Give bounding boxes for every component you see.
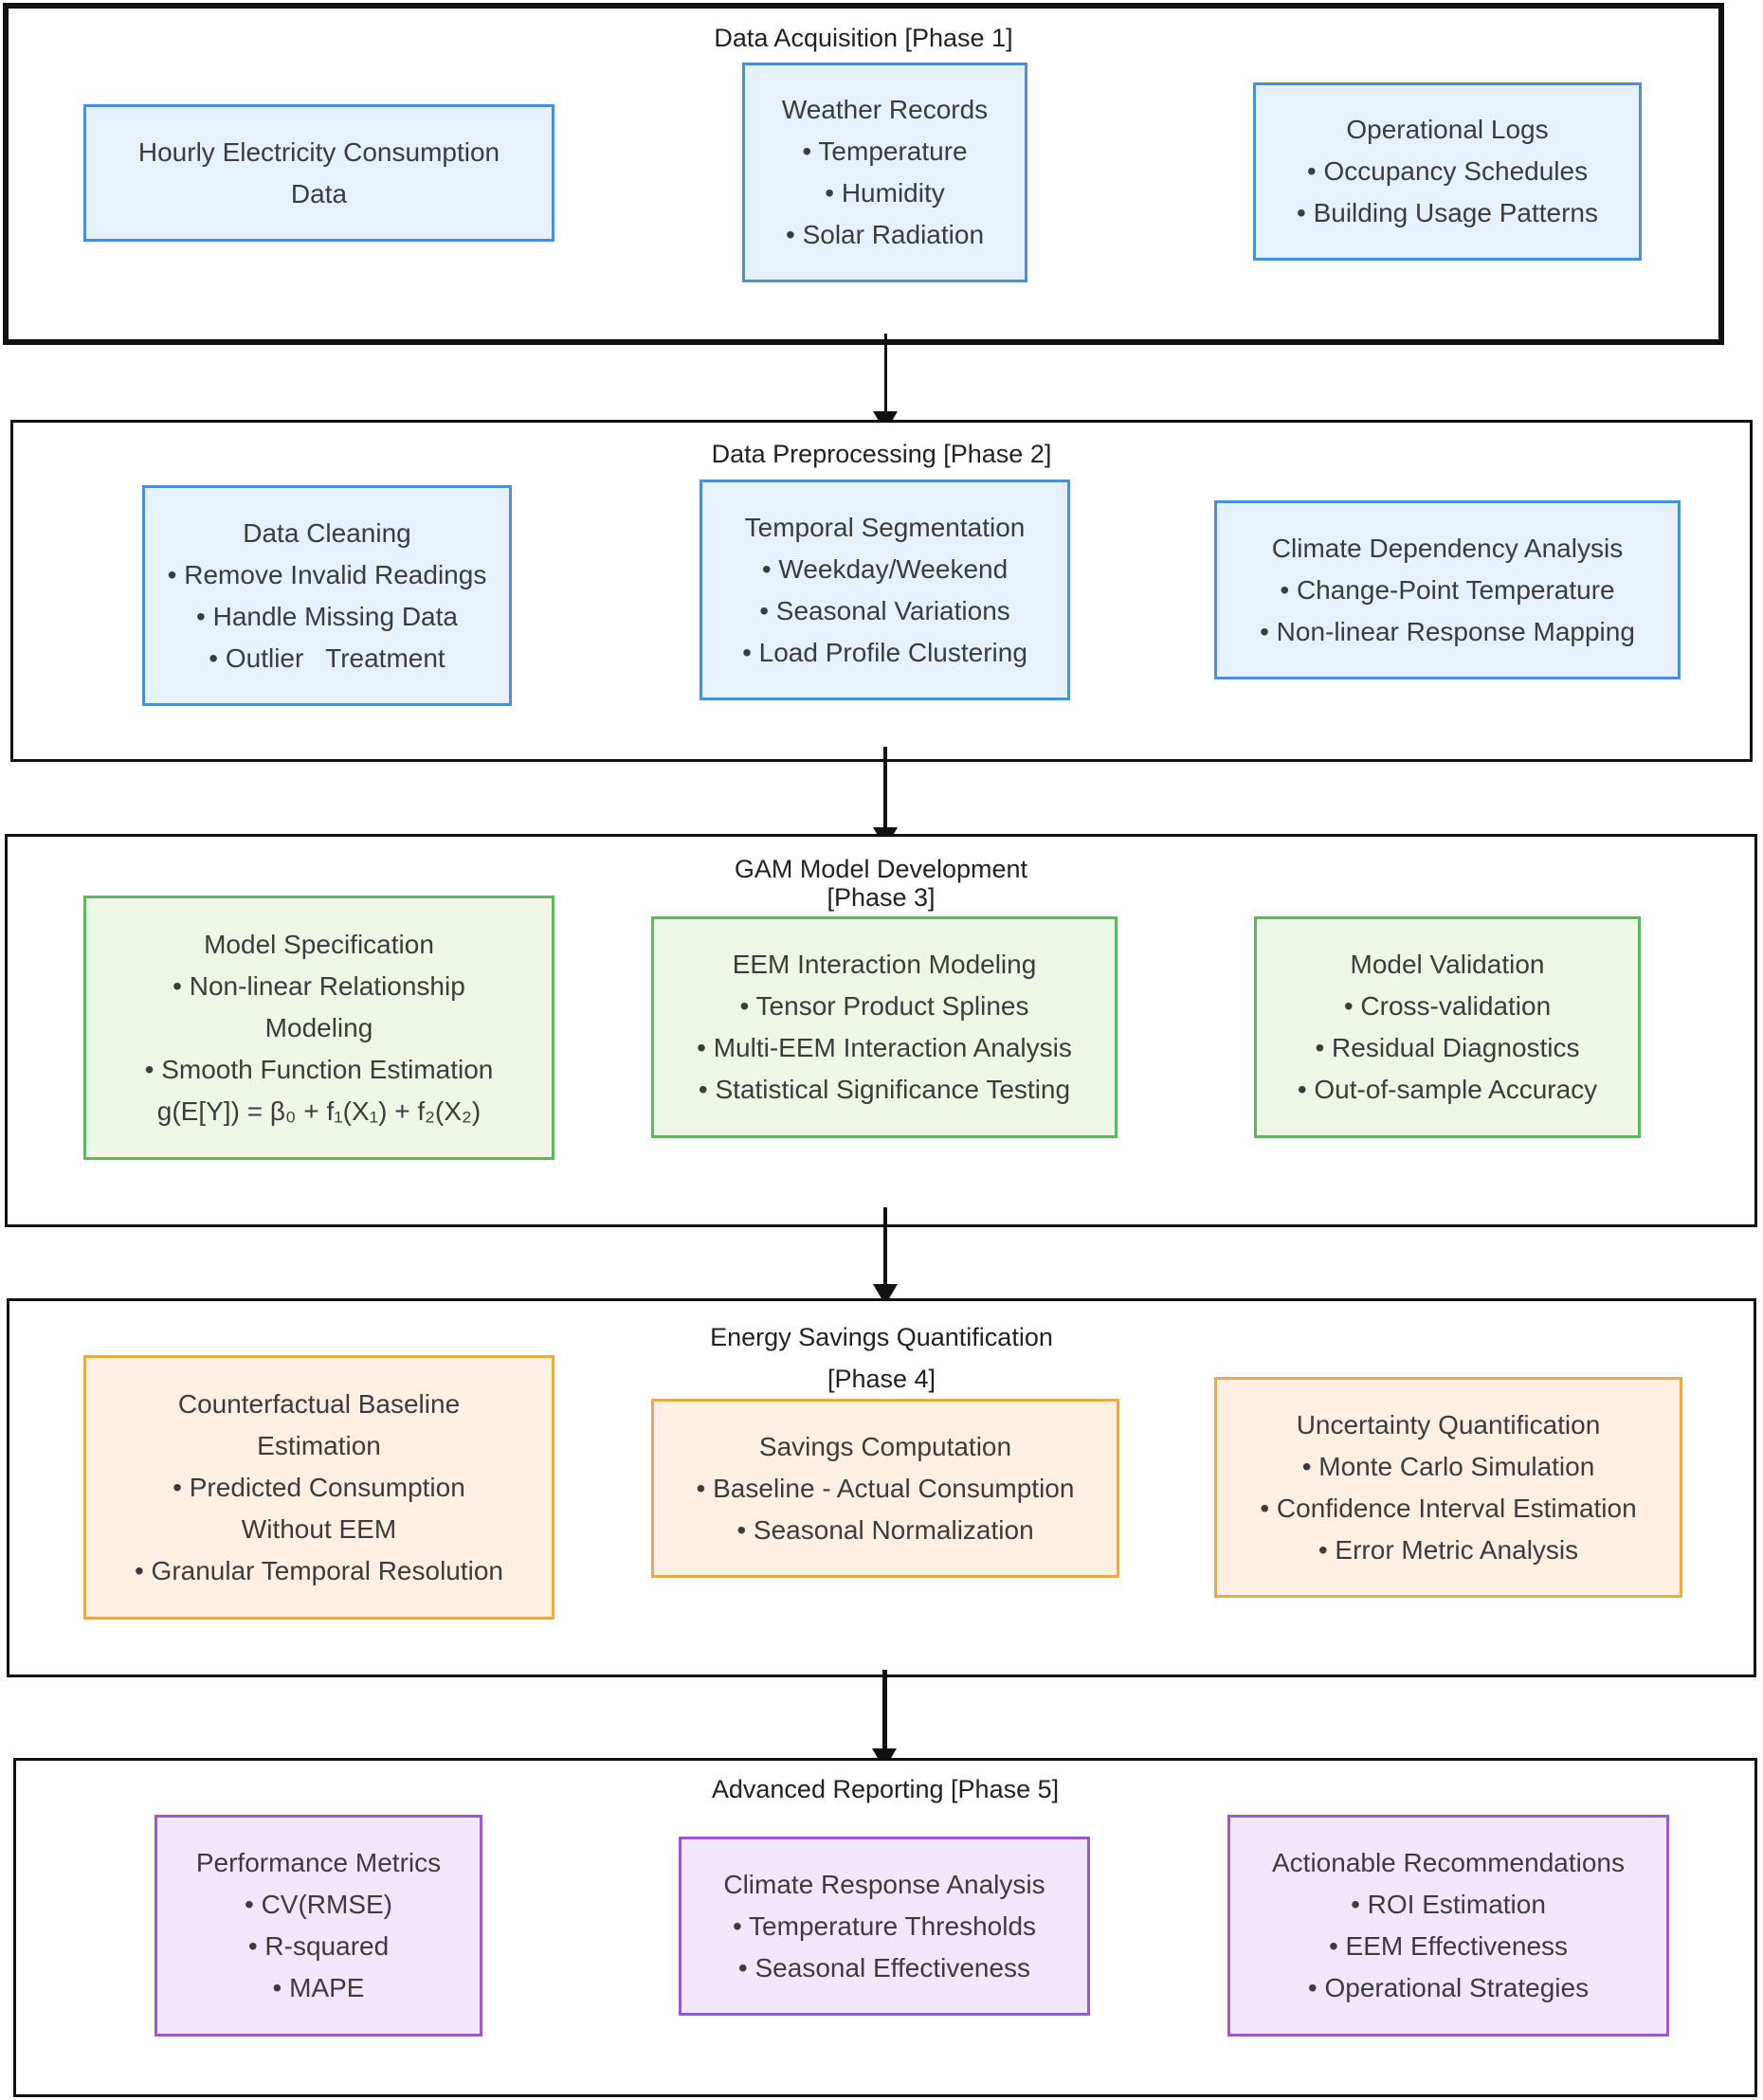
box-climate-dependency-analysis: Climate Dependency Analysis • Change-Poi… [1214, 500, 1681, 679]
phase-4-title: Energy Savings Quantification [Phase 4] [710, 1323, 1053, 1393]
box-hourly-electricity-consumption: Hourly Electricity Consumption Data [83, 104, 554, 242]
box-uncertainty-quantification: Uncertainty Quantification • Monte Carlo… [1214, 1377, 1682, 1598]
box-data-cleaning: Data Cleaning • Remove Invalid Readings … [142, 485, 512, 706]
box-model-specification: Model Specification • Non-linear Relatio… [83, 896, 554, 1160]
box-model-validation: Model Validation • Cross-validation • Re… [1254, 916, 1641, 1138]
box-operational-logs: Operational Logs • Occupancy Schedules •… [1253, 82, 1642, 261]
phase-2-title: Data Preprocessing [Phase 2] [711, 440, 1052, 468]
box-climate-response-analysis: Climate Response Analysis • Temperature … [679, 1837, 1090, 2016]
box-actionable-recommendations: Actionable Recommendations • ROI Estimat… [1227, 1815, 1669, 2037]
box-eem-interaction-modeling: EEM Interaction Modeling • Tensor Produc… [651, 916, 1118, 1138]
phase-1-title: Data Acquisition [Phase 1] [714, 24, 1013, 52]
arrow-phase4-to-phase5 [882, 1670, 887, 1761]
arrow-phase3-to-phase4 [883, 1207, 887, 1297]
box-savings-computation: Savings Computation • Baseline - Actual … [651, 1399, 1119, 1578]
arrow-phase1-to-phase2 [884, 334, 887, 415]
box-performance-metrics: Performance Metrics • CV(RMSE) • R-squar… [154, 1815, 482, 2037]
arrow-phase2-to-phase3 [883, 747, 887, 838]
phase-5-title: Advanced Reporting [Phase 5] [711, 1775, 1060, 1803]
box-temporal-segmentation: Temporal Segmentation • Weekday/Weekend … [700, 480, 1070, 700]
box-weather-records: Weather Records • Temperature • Humidity… [742, 63, 1027, 282]
box-counterfactual-baseline: Counterfactual Baseline Estimation • Pre… [83, 1355, 554, 1620]
phase-3-title: GAM Model Development [Phase 3] [734, 855, 1028, 912]
